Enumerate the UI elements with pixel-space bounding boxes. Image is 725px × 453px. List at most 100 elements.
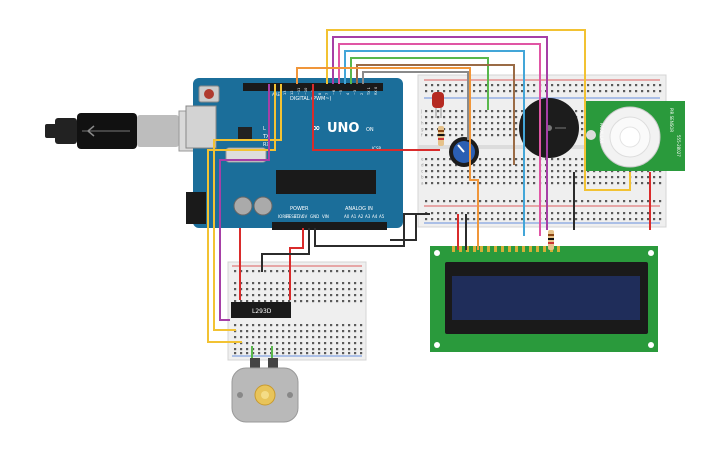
breadboard-hole	[246, 352, 249, 355]
breadboard-hole	[509, 122, 512, 125]
digital-pin-label: 8	[318, 93, 322, 95]
breadboard-hole	[581, 170, 584, 173]
breadboard-hole	[306, 270, 309, 273]
breadboard-hole	[629, 170, 632, 173]
breadboard-hole	[473, 176, 476, 179]
breadboard-hole	[509, 134, 512, 137]
breadboard-hole	[288, 300, 291, 303]
breadboard-hole	[569, 158, 572, 161]
breadboard-hole	[485, 158, 488, 161]
wire-red-d13	[312, 84, 440, 151]
breadboard-hole	[461, 84, 464, 87]
breadboard-hole	[473, 182, 476, 185]
breadboard-hole	[437, 176, 440, 179]
usb-port	[185, 105, 217, 149]
atmega-chip	[276, 170, 376, 194]
breadboard-hole	[503, 128, 506, 131]
breadboard-hole	[497, 90, 500, 93]
breadboard-hole	[491, 164, 494, 167]
breadboard-hole	[647, 84, 650, 87]
breadboard-hole	[443, 182, 446, 185]
breadboard-hole	[533, 84, 536, 87]
breadboard-hole	[485, 134, 488, 137]
breadboard-hole	[515, 176, 518, 179]
breadboard-hole	[282, 342, 285, 345]
breadboard-hole	[360, 348, 363, 351]
vin-label: VIN	[322, 214, 329, 219]
arduino-infinity-logo: ∞	[312, 123, 320, 134]
breadboard-hole	[563, 182, 566, 185]
breadboard-hole	[485, 182, 488, 185]
breadboard-hole	[312, 300, 315, 303]
breadboard-hole	[593, 218, 596, 221]
breadboard-hole	[623, 90, 626, 93]
breadboard-hole	[252, 330, 255, 333]
breadboard-hole	[276, 352, 279, 355]
on-led-label: ON	[366, 127, 374, 133]
breadboard-hole	[509, 128, 512, 131]
breadboard-hole	[521, 110, 524, 113]
breadboard-hole	[306, 288, 309, 291]
breadboard-hole	[300, 324, 303, 327]
breadboard-hole	[437, 170, 440, 173]
breadboard-hole	[575, 218, 578, 221]
breadboard-hole	[437, 182, 440, 185]
breadboard-hole	[461, 218, 464, 221]
digital-pin-label: 7	[325, 93, 329, 95]
breadboard-hole	[497, 218, 500, 221]
breadboard-hole	[491, 90, 494, 93]
breadboard-hole	[324, 270, 327, 273]
breadboard-hole	[557, 90, 560, 93]
breadboard-hole	[437, 90, 440, 93]
breadboard-hole	[533, 200, 536, 203]
breadboard-hole	[557, 200, 560, 203]
analog-pin-label: A1	[351, 214, 357, 219]
breadboard-hole	[461, 200, 464, 203]
breadboard-hole	[449, 128, 452, 131]
breadboard-hole	[527, 200, 530, 203]
breadboard-hole	[449, 176, 452, 179]
digital-pin-label: TX 1	[367, 87, 371, 96]
breadboard-hole	[509, 110, 512, 113]
breadboard-hole	[342, 348, 345, 351]
breadboard-hole	[641, 218, 644, 221]
breadboard-hole	[461, 110, 464, 113]
breadboard-hole	[497, 200, 500, 203]
breadboard-hole	[551, 90, 554, 93]
breadboard-hole	[527, 182, 530, 185]
wire-gray-d6	[362, 71, 469, 140]
wire-yellow-motor-b	[207, 84, 276, 343]
breadboard-hole	[324, 336, 327, 339]
breadboard-hole	[282, 352, 285, 355]
breadboard-hole	[551, 158, 554, 161]
breadboard-hole	[533, 90, 536, 93]
breadboard-hole	[240, 352, 243, 355]
breadboard-hole	[581, 218, 584, 221]
wire-red-5v	[289, 228, 304, 300]
breadboard-hole	[306, 324, 309, 327]
lcd-pin	[487, 246, 490, 252]
breadboard-hole	[509, 218, 512, 221]
breadboard-hole	[623, 212, 626, 215]
breadboard-hole	[360, 352, 363, 355]
breadboard-hole	[647, 200, 650, 203]
breadboard-row-letter: a	[421, 181, 424, 186]
breadboard-hole	[461, 212, 464, 215]
breadboard-hole	[575, 158, 578, 161]
breadboard-hole	[354, 330, 357, 333]
breadboard-hole	[270, 324, 273, 327]
breadboard-hole	[330, 330, 333, 333]
breadboard-hole	[252, 294, 255, 297]
breadboard-hole	[515, 110, 518, 113]
breadboard-hole	[473, 122, 476, 125]
breadboard-hole	[252, 282, 255, 285]
breadboard-hole	[575, 182, 578, 185]
breadboard-hole	[312, 282, 315, 285]
breadboard-hole	[264, 282, 267, 285]
breadboard-hole	[461, 170, 464, 173]
breadboard-hole	[605, 170, 608, 173]
breadboard-hole	[515, 212, 518, 215]
breadboard-hole	[569, 182, 572, 185]
breadboard-hole	[336, 282, 339, 285]
breadboard-hole	[246, 270, 249, 273]
